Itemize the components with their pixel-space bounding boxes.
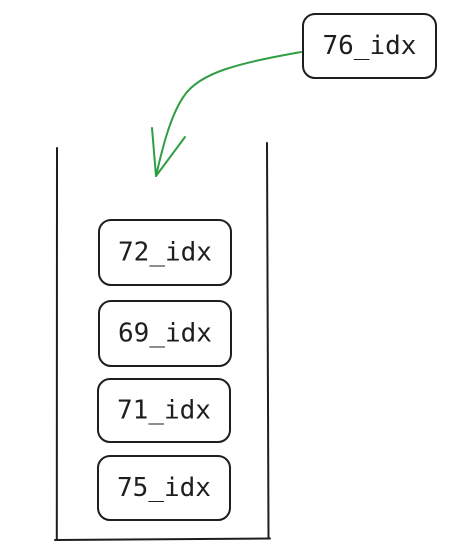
- stack-item: 72_idx: [98, 219, 232, 286]
- stack-item: 71_idx: [97, 378, 231, 443]
- stack-right-wall: [266, 142, 270, 539]
- stack-item: 69_idx: [98, 300, 232, 367]
- incoming-item: 76_idx: [302, 13, 437, 79]
- stack-item-box: [98, 300, 232, 367]
- stack-item-box: [97, 455, 231, 521]
- incoming-item-box: [302, 13, 437, 79]
- push-arrow: [151, 51, 302, 177]
- stack-item-label: 69_idx: [118, 319, 212, 349]
- incoming-item-label: 76_idx: [323, 31, 417, 61]
- push-arrow-head-right: [155, 136, 186, 177]
- stack-container: [54, 142, 271, 541]
- stack-item-label: 72_idx: [118, 238, 212, 268]
- stack-item-label: 71_idx: [117, 396, 211, 426]
- stack-item-label: 75_idx: [117, 473, 211, 503]
- stack-item-box: [98, 219, 232, 286]
- push-arrow-head-left: [151, 127, 157, 177]
- stack-bottom: [54, 537, 271, 541]
- stack-item-box: [97, 378, 231, 443]
- stack-item: 75_idx: [97, 455, 231, 521]
- push-arrow-shaft: [155, 51, 302, 177]
